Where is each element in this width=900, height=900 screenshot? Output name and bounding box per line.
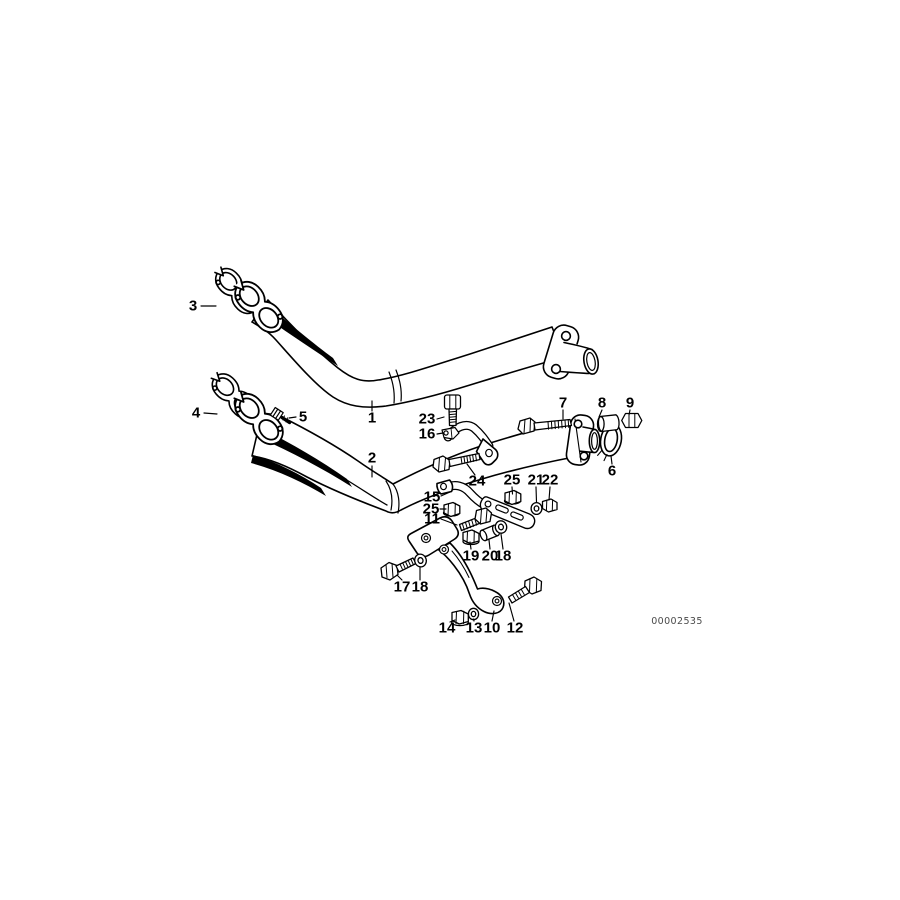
bolt-7 <box>517 417 573 435</box>
washer-21 <box>530 501 543 516</box>
pipe1-outlet-flange <box>542 324 600 380</box>
nut-14 <box>451 609 469 627</box>
callout-18-mid: 18 <box>495 548 512 565</box>
callout-labels: 3 4 5 1 2 23 16 7 8 9 6 24 25 21 22 15 2… <box>189 298 634 637</box>
pipe1-inlet-flange <box>233 279 284 334</box>
callout-23: 23 <box>419 411 436 428</box>
callout-22: 22 <box>542 472 559 489</box>
callout-25-right: 25 <box>504 472 521 489</box>
stud-5 <box>269 406 292 425</box>
callout-15: 15 <box>424 489 441 506</box>
clip-16 <box>441 426 460 440</box>
slotted-bracket-plate <box>479 496 536 530</box>
pipe2-inlet-flange <box>233 391 284 446</box>
nut-22 <box>541 498 558 513</box>
nut-19 <box>462 529 480 546</box>
callout-21: 21 <box>528 472 545 489</box>
callout-17: 17 <box>394 579 411 596</box>
callout-3: 3 <box>189 298 197 315</box>
callout-16: 16 <box>419 426 436 443</box>
callout-6: 6 <box>608 463 616 480</box>
sleeve-8 <box>596 414 620 433</box>
callout-10: 10 <box>484 620 501 637</box>
washer-18-mid <box>494 520 508 534</box>
callout-8: 8 <box>598 395 606 412</box>
bolt-24 <box>432 452 481 473</box>
front-pipe-2 <box>251 412 575 514</box>
bolt-11 <box>458 507 493 532</box>
spacer-20 <box>479 524 501 542</box>
callout-13: 13 <box>466 620 483 637</box>
washer-13 <box>467 607 480 621</box>
bolt-12 <box>507 576 543 604</box>
washer-18-left <box>414 553 427 568</box>
callout-2: 2 <box>368 450 376 467</box>
callout-11: 11 <box>424 511 440 528</box>
nut-25-right <box>503 489 522 506</box>
callout-9: 9 <box>626 395 634 412</box>
pipe2-outlet-flange <box>565 414 601 466</box>
nut-9 <box>621 412 643 429</box>
callout-20: 20 <box>482 548 499 565</box>
callout-25-left: 25 <box>423 501 440 518</box>
callout-7: 7 <box>559 395 567 412</box>
callout-12: 12 <box>507 620 524 637</box>
front-pipe-1 <box>251 299 563 408</box>
callout-19: 19 <box>463 548 480 565</box>
callout-24: 24 <box>469 473 486 490</box>
callout-14: 14 <box>439 620 456 637</box>
callout-18-left: 18 <box>412 579 429 596</box>
callout-4: 4 <box>192 405 201 422</box>
callout-1: 1 <box>368 410 376 427</box>
leader-lines <box>200 305 631 623</box>
support-bracket-10 <box>406 515 505 615</box>
drawing-number: 00002535 <box>651 616 703 627</box>
nut-25-left <box>442 501 461 518</box>
callout-5: 5 <box>299 409 307 426</box>
bolt-23 <box>443 394 462 427</box>
